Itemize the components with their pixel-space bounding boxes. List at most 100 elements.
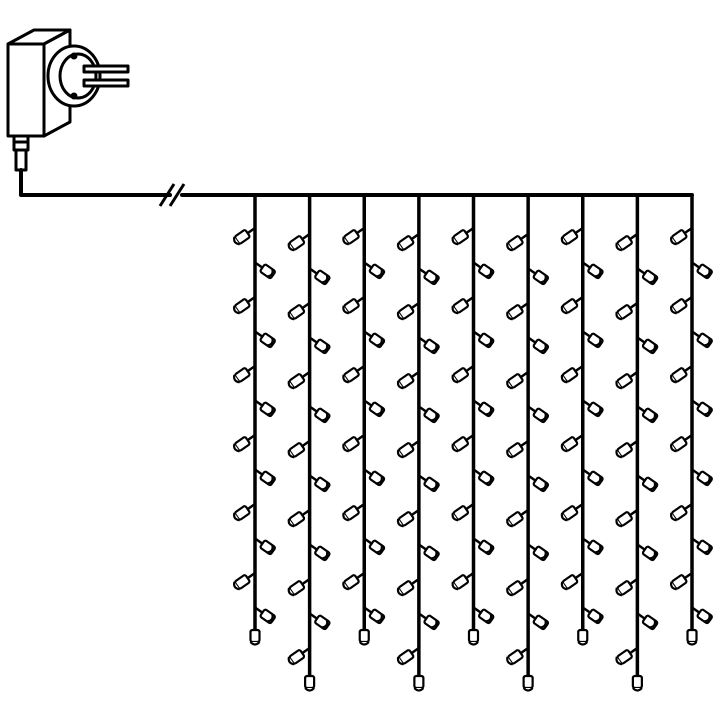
bulb-stem [582, 330, 591, 338]
bulb-lens [485, 613, 493, 623]
bulb-body [616, 649, 633, 665]
bulb-stem [246, 571, 256, 580]
bulb-stem [301, 577, 311, 586]
bulb-body [343, 229, 360, 245]
led-bulb-icon [363, 537, 386, 556]
led-bulb-icon [615, 370, 639, 390]
adapter-front-face [6, 42, 46, 138]
bulb-stem [356, 433, 365, 442]
cable-break-slash-1 [158, 183, 176, 207]
bulb-stem [308, 336, 318, 344]
bulb-lens [506, 449, 513, 459]
strand-end-bulb-icon [467, 628, 480, 646]
bulb-stem [254, 606, 264, 614]
bulb-stem [465, 226, 475, 235]
bulb-body [397, 304, 415, 320]
bulb-lens [266, 613, 274, 623]
bulb-lens [451, 374, 459, 384]
bulb-lens [287, 518, 295, 528]
bulb-lens [560, 374, 568, 384]
led-bulb-icon [254, 399, 276, 418]
bulb-lens [649, 343, 657, 353]
led-bulb-icon [582, 261, 604, 280]
strand [506, 195, 550, 692]
bulb-lens [594, 613, 602, 623]
bulb-stem [363, 468, 373, 476]
led-bulb-icon [636, 612, 659, 631]
strand-end-bulb-icon [577, 628, 589, 646]
led-bulb-icon [582, 606, 604, 625]
end-bulb-body [686, 628, 698, 644]
bulb-body [616, 580, 633, 596]
bulb-lens [485, 406, 493, 416]
strand-end-bulb-icon [249, 628, 261, 646]
bulb-stem [582, 606, 591, 614]
bulb-stem [363, 330, 373, 338]
led-bulb-icon [287, 370, 311, 390]
led-bulb-icon [636, 474, 659, 493]
led-bulb-icon [636, 267, 659, 286]
bulb-stem [582, 537, 591, 545]
bulb-lens [266, 544, 274, 554]
bulb-stem [636, 267, 646, 275]
strand [233, 195, 276, 646]
bulb-stem [520, 646, 529, 655]
bulb-lens [670, 374, 677, 384]
cable-break-slash-2 [168, 183, 186, 207]
led-bulb-icon [670, 295, 693, 315]
bulb-lens [560, 443, 568, 453]
bulb-stem [629, 646, 639, 655]
bulb-lens [321, 343, 329, 353]
bulb-lens [560, 236, 568, 246]
end-bulb-lens [632, 687, 643, 692]
bulb-lens [506, 311, 513, 321]
bulb-lens [376, 475, 383, 485]
bulb-stem [465, 571, 475, 580]
end-bulb-body [413, 674, 425, 690]
bulb-body [397, 235, 415, 251]
bulb-lens [670, 581, 677, 591]
bulb-lens [703, 406, 711, 416]
bulb-stem [465, 364, 475, 373]
led-bulb-icon [670, 571, 693, 591]
end-bulb-lens [686, 641, 698, 646]
bulb-lens [485, 337, 493, 347]
led-bulb-icon [363, 261, 386, 280]
bulb-stem [308, 405, 318, 413]
bulb-stem [418, 612, 427, 620]
bulb-lens [594, 406, 602, 416]
led-bulb-icon [472, 330, 495, 349]
bulb-stem [254, 399, 264, 407]
bulb-stem [301, 370, 311, 379]
bulb-lens [540, 412, 547, 422]
bulb-lens [451, 236, 459, 246]
bulb-stem [636, 612, 646, 620]
led-bulb-icon [636, 543, 659, 562]
plug-prong-bottom [82, 78, 130, 88]
end-bulb-lens [358, 641, 370, 646]
bulb-lens [321, 550, 329, 560]
bulb-stem [629, 370, 639, 379]
bulb-stem [636, 405, 646, 413]
end-bulb-lens [249, 641, 261, 646]
bulb-stem [301, 646, 311, 655]
bulb-lens [540, 274, 547, 284]
end-bulb-body [522, 674, 534, 690]
led-bulb-icon [418, 474, 440, 493]
bulb-lens [396, 587, 404, 597]
led-bulb-icon [506, 439, 529, 459]
led-bulb-icon [506, 370, 529, 390]
bulb-lens [540, 550, 547, 560]
bulb-stem [308, 612, 318, 620]
bulb-lens [396, 518, 404, 528]
bulb-lens [321, 412, 329, 422]
bulb-body [507, 442, 524, 458]
led-bulb-icon [560, 295, 584, 315]
bulb-stem [691, 399, 701, 407]
plug-in-power-adapter-icon [6, 28, 130, 172]
led-bulb-icon [396, 577, 420, 597]
led-bulb-icon [396, 439, 420, 459]
bulb-lens [287, 449, 295, 459]
bulb-lens [396, 656, 404, 666]
bulb-lens [266, 475, 274, 485]
